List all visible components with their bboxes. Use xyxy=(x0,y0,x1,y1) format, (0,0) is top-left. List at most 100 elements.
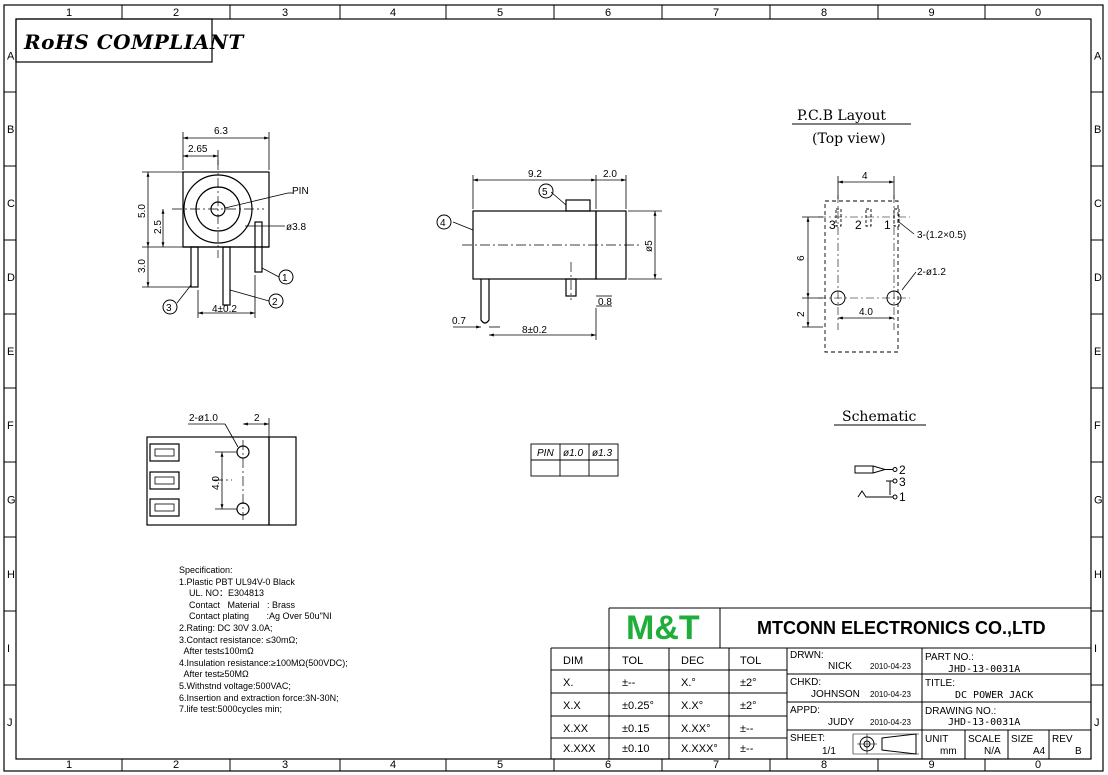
part-label: PART NO.: xyxy=(925,652,974,663)
front-dia-label: ø3.8 xyxy=(286,222,306,233)
company-name: MTCONN ELECTRONICS CO.,LTD xyxy=(757,618,1046,638)
pcb-pin-1: 1 xyxy=(884,218,891,232)
tol-header-tol2: TOL xyxy=(740,655,761,667)
grid-row-label: B xyxy=(7,124,14,136)
grid-column-label: 5 xyxy=(497,759,503,771)
front-dim-center: 2.65 xyxy=(188,144,208,155)
grid-row-label: C xyxy=(7,198,15,210)
grid-column-label: 6 xyxy=(605,759,611,771)
drwn-date: 2010-04-23 xyxy=(870,662,911,671)
side-dim-front: 2.0 xyxy=(603,169,617,180)
grid-row-label: H xyxy=(1094,569,1102,581)
callout-5: 5 xyxy=(542,187,548,198)
tol-cell: ±-- xyxy=(622,677,636,689)
grid-column-label: 5 xyxy=(497,7,503,19)
tol-cell: ±0.25° xyxy=(622,700,654,712)
tol-header-dim: DIM xyxy=(563,655,583,667)
tol-cell: ±-- xyxy=(740,723,754,735)
schematic-title: Schematic xyxy=(842,409,916,425)
part-value: JHD-13-0031A xyxy=(948,664,1020,675)
bottom-dim-holes: 2-ø1.0 xyxy=(189,413,218,424)
side-dim-offset: 0.8 xyxy=(598,297,612,308)
chkd-name: JOHNSON xyxy=(811,689,860,700)
grid-column-label: 3 xyxy=(282,7,288,19)
title-value: DC POWER JACK xyxy=(955,690,1033,701)
tol-cell: X.X xyxy=(563,700,581,712)
grid-row-label: J xyxy=(7,717,13,729)
schematic-pin-2: 2 xyxy=(899,463,906,477)
tol-cell: ±2° xyxy=(740,700,757,712)
spec-line: 1.Plastic PBT UL94V-0 Black xyxy=(179,576,295,587)
spec-line: UL. NO：E304813 xyxy=(179,588,265,599)
rev-label: REV xyxy=(1052,734,1073,745)
tol-cell: X. xyxy=(563,677,573,689)
side-dim-dia: ø5 xyxy=(644,240,655,252)
spec-line: 4.Insulation resistance:≥100MΩ(500VDC); xyxy=(179,657,348,668)
grid-column-label: 2 xyxy=(173,7,179,19)
chkd-label: CHKD: xyxy=(790,677,821,688)
callout-1: 1 xyxy=(282,273,288,284)
callout-2: 2 xyxy=(272,297,278,308)
grid-column-label: 3 xyxy=(282,759,288,771)
callout-4: 4 xyxy=(440,218,446,229)
grid-column-label: 2 xyxy=(173,759,179,771)
front-dim-width: 6.3 xyxy=(214,126,228,137)
drwn-name: NICK xyxy=(828,661,852,672)
grid-column-label: 0 xyxy=(1035,7,1041,19)
drawing-value: JHD-13-0031A xyxy=(948,717,1020,728)
bottom-view xyxy=(146,418,297,526)
bottom-dim-edge: 2 xyxy=(254,413,260,424)
rohs-box xyxy=(15,18,213,63)
title-label: TITLE: xyxy=(925,678,955,689)
spec-line: 6.Insertion and extraction force:3N-30N; xyxy=(179,692,339,703)
spec-line: Contact plating :Ag Over 50u"NI xyxy=(179,611,332,622)
scale-label: SCALE xyxy=(968,734,1001,745)
front-dim-pitch: 4±0.2 xyxy=(212,304,237,315)
grid-row-label: F xyxy=(1094,420,1101,432)
pcb-dim-bottom-left: 2 xyxy=(796,311,807,317)
tol-cell: ±0.15 xyxy=(622,723,649,735)
side-dim-pin: 0.7 xyxy=(452,316,466,327)
bottom-dim-span: 4.0 xyxy=(211,476,222,490)
side-view xyxy=(436,175,662,340)
grid-row-label: A xyxy=(7,51,15,63)
pcb-pin-3: 3 xyxy=(829,218,836,232)
grid-row-label: H xyxy=(7,569,15,581)
pcb-subtitle: (Top view) xyxy=(812,131,886,147)
schematic-pin-1: 1 xyxy=(899,490,906,504)
front-pin-label: PIN xyxy=(292,186,309,197)
grid-column-label: 8 xyxy=(821,7,827,19)
spec-line: 3.Contact resistance: ≤30mΩ; xyxy=(179,634,298,645)
front-dim-half: 2.5 xyxy=(153,220,164,234)
grid-column-label: 7 xyxy=(713,759,719,771)
tol-cell: ±2° xyxy=(740,677,757,689)
spec-line: 5.Withstnd voltage:500VAC; xyxy=(179,680,291,691)
grid-row-label: G xyxy=(7,495,16,507)
scale-value: N/A xyxy=(984,746,1001,757)
grid-row-label: J xyxy=(1094,717,1100,729)
schematic xyxy=(834,424,926,500)
grid-column-label: 7 xyxy=(713,7,719,19)
pin-table-dia1: ø1.0 xyxy=(563,448,583,459)
pcb-dim-top: 4 xyxy=(862,171,868,182)
spec-line: After test≤100mΩ xyxy=(179,646,254,657)
rohs-label: RoHS COMPLIANT xyxy=(24,30,244,54)
pin-table-dia2: ø1.3 xyxy=(592,448,612,459)
appd-name: JUDY xyxy=(828,717,854,728)
pcb-title: P.C.B Layout xyxy=(797,108,886,124)
tol-header-dec: DEC xyxy=(681,655,704,667)
pcb-dim-bottom: 4.0 xyxy=(859,307,873,318)
pcb-layout xyxy=(792,123,917,353)
tol-header-tol: TOL xyxy=(622,655,643,667)
pcb-dim-side: 6 xyxy=(796,255,807,261)
grid-column-label: 4 xyxy=(390,759,396,771)
pin-table xyxy=(530,443,619,477)
chkd-date: 2010-04-23 xyxy=(870,690,911,699)
grid-row-label: I xyxy=(7,643,10,655)
sheet-label: SHEET: xyxy=(790,733,825,744)
grid-column-label: 6 xyxy=(605,7,611,19)
grid-column-label: 9 xyxy=(929,759,935,771)
grid-column-label: 9 xyxy=(929,7,935,19)
schematic-pin-3: 3 xyxy=(899,475,906,489)
